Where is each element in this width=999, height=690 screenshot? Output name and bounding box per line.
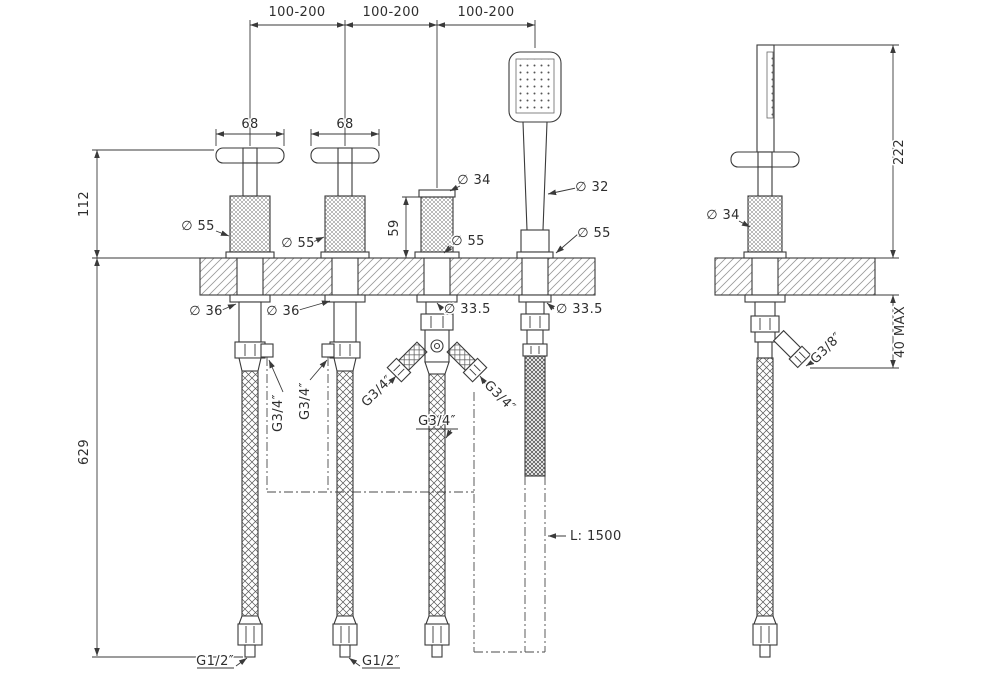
span1-label: 100-200	[268, 5, 325, 20]
handle1-shank-dia-label: ∅ 36	[189, 304, 223, 319]
handshower	[508, 51, 562, 477]
side-outlet-thread-label: G3/8″	[808, 330, 845, 367]
shower-hose-length-label: L: 1500	[570, 529, 622, 544]
side-handshower	[730, 44, 812, 658]
valve2-thread-label: G3/4″	[298, 382, 313, 420]
side-dimensions: 222 40 MAX ∅ 34 G3/8″	[705, 44, 910, 369]
tee-right-thread-label: G3/4″	[481, 378, 518, 415]
front-view: 100-200 100-200 100-200 68 68 112 629 59	[76, 4, 623, 671]
handle1-grip-dia-label: ∅ 55	[181, 219, 215, 234]
height-above-deck-label: 112	[77, 191, 92, 217]
hose2-thread-label: G1/2″	[362, 654, 400, 669]
deck-side	[714, 257, 876, 296]
handle-width-dimensions: 68 68	[215, 116, 380, 146]
handle1-width-label: 68	[241, 117, 258, 132]
height-dimensions: 112 629	[76, 149, 243, 658]
handle2-width-label: 68	[336, 117, 353, 132]
deck-max-label: 40 MAX	[893, 306, 908, 358]
handle-1	[215, 147, 285, 658]
handle2-grip-dia-label: ∅ 55	[281, 236, 315, 251]
spout-base-dia-label: ∅ 55	[451, 234, 485, 249]
side-outlet-branch	[772, 329, 812, 369]
tee-left-thread-label: G3/4″	[359, 373, 396, 410]
spout-height-label: 59	[387, 219, 402, 236]
valve1-thread-label: G3/4″	[271, 394, 286, 432]
spout-shank-dia-label: ∅ 33.5	[444, 302, 491, 317]
span3-label: 100-200	[457, 5, 514, 20]
spout	[386, 189, 488, 658]
spout-branch-left	[386, 341, 428, 383]
side-height-label: 222	[892, 139, 907, 165]
side-grip-dia-label: ∅ 34	[706, 208, 740, 223]
hose1-thread-label: G1/2″	[196, 654, 234, 669]
deck-front	[199, 257, 596, 296]
top-span-dimensions: 100-200 100-200 100-200	[249, 4, 536, 188]
span2-label: 100-200	[362, 5, 419, 20]
shower-base-dia-label: ∅ 55	[577, 226, 611, 241]
spout-branch-right	[446, 341, 488, 383]
tee-center-thread-label: G3/4″	[418, 414, 456, 429]
handle-2	[310, 147, 380, 658]
front-diameter-labels: ∅ 55 ∅ 55 ∅ 36 ∅ 36 ∅ 34 ∅ 55 ∅ 32 ∅ 55 …	[180, 172, 612, 321]
phantom-connection-lines	[266, 357, 546, 653]
shower-shank-dia-label: ∅ 33.5	[556, 302, 603, 317]
shower-dia-label: ∅ 32	[575, 180, 609, 195]
spout-height-dimension: 59	[386, 196, 419, 258]
spout-top-dia-label: ∅ 34	[457, 173, 491, 188]
handle2-shank-dia-label: ∅ 36	[266, 304, 300, 319]
below-deck-height-label: 629	[77, 439, 92, 465]
side-view: 222 40 MAX ∅ 34 G3/8″	[705, 44, 910, 658]
